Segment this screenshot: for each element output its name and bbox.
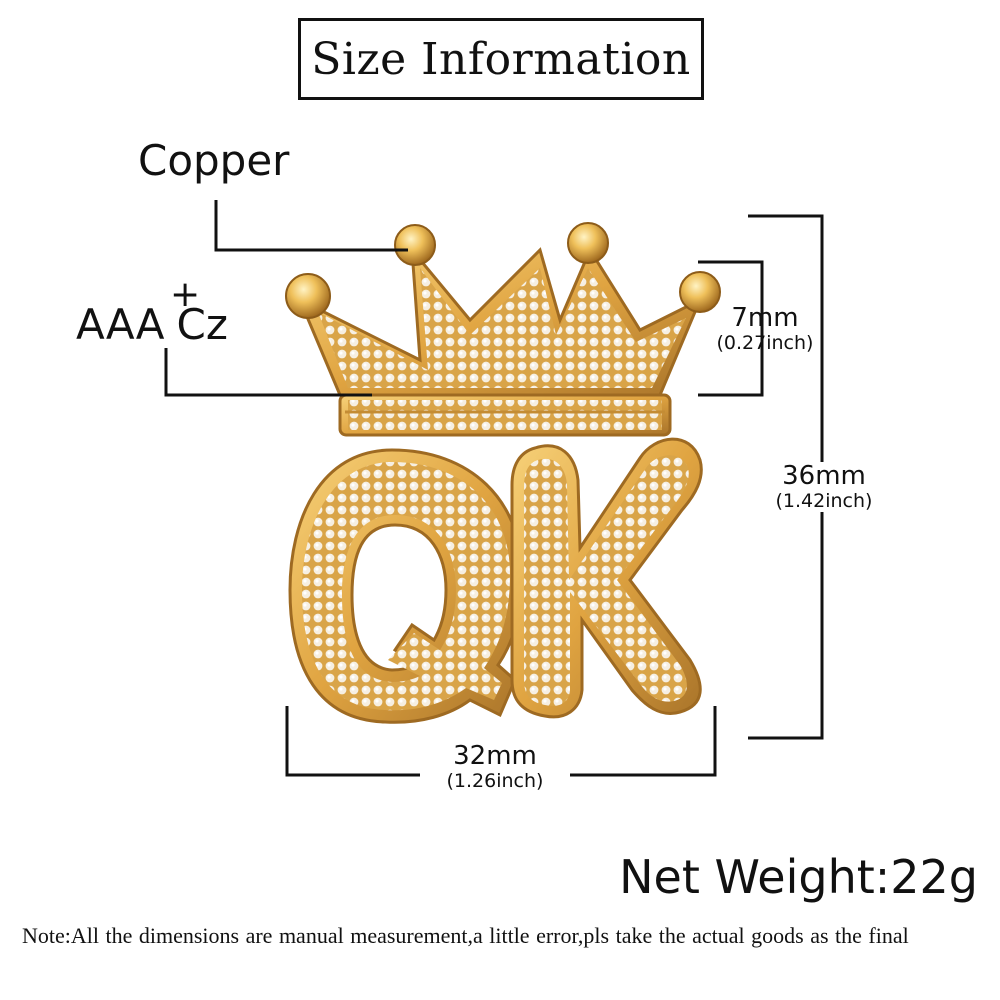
width-dimension-mm: 32mm bbox=[453, 741, 537, 771]
cz-label: AAA+Cz bbox=[76, 274, 228, 349]
cz-label-main: AAA bbox=[76, 300, 165, 349]
copper-callout-line bbox=[214, 200, 408, 252]
crown-shape bbox=[285, 222, 721, 437]
height-dimension-mm: 36mm bbox=[782, 461, 866, 491]
page-title: Size Information bbox=[298, 18, 704, 100]
letter-k-shape bbox=[510, 437, 703, 719]
crown-dimension-inch: (0.27inch) bbox=[716, 332, 814, 354]
width-dimension-inch: (1.26inch) bbox=[446, 770, 544, 792]
crown-height-bracket bbox=[698, 260, 764, 397]
crown-ball-center bbox=[567, 222, 609, 264]
crown-ball-right bbox=[679, 271, 721, 313]
cz-label-plus: + bbox=[170, 274, 201, 315]
crown-dimension-mm: 7mm bbox=[731, 303, 799, 333]
net-weight: Net Weight:22g bbox=[619, 850, 978, 904]
crown-dimension: 7mm (0.27inch) bbox=[700, 304, 830, 354]
copper-label: Copper bbox=[138, 136, 290, 185]
letter-q-shape bbox=[288, 448, 524, 724]
cz-callout-line bbox=[164, 348, 372, 397]
height-dimension-inch: (1.42inch) bbox=[775, 490, 873, 512]
crown-ball-left bbox=[394, 224, 436, 266]
cz-label-suffix: Cz bbox=[176, 300, 228, 349]
height-dimension: 36mm (1.42inch) bbox=[762, 462, 886, 512]
width-dimension: 32mm (1.26inch) bbox=[420, 742, 570, 792]
crown-ball-far-left bbox=[285, 273, 331, 319]
note-text: Note:All the dimensions are manual measu… bbox=[22, 923, 909, 948]
